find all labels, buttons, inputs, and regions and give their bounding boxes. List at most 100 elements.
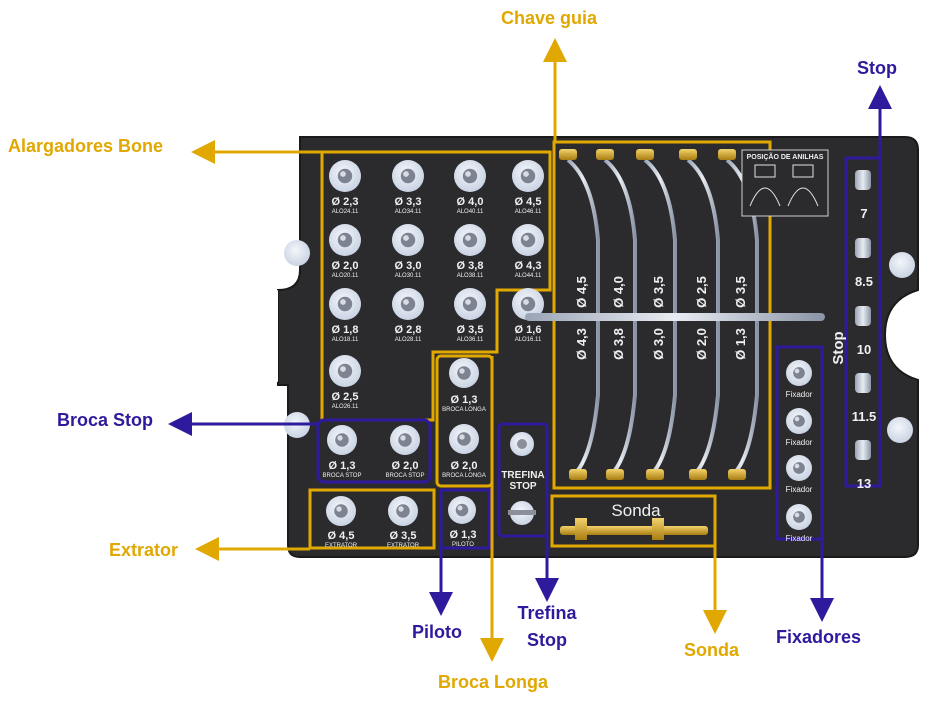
instrument-highlight	[459, 368, 465, 374]
reamer-code: ALO36.11	[457, 337, 484, 343]
extrator-size: Ø 3,5	[390, 530, 417, 542]
broca-stop-size: Ø 1,3	[329, 460, 356, 472]
callout-fixadores: Fixadores	[776, 627, 862, 647]
reamer-code: ALO16.11	[515, 337, 542, 343]
callout-arrows	[168, 38, 892, 662]
reamer-size: Ø 1,6	[515, 324, 542, 336]
fixador-label: Fixador	[786, 534, 813, 543]
broca-longa-code: BROCA LONGA	[442, 473, 486, 479]
instrument-highlight	[400, 435, 406, 441]
posicao-icon-right	[787, 187, 819, 207]
stop-value: 10	[857, 342, 871, 357]
instrument-shank	[396, 504, 410, 518]
reamer-code: ALO38.11	[457, 273, 484, 279]
guide-top-label: Ø 3,5	[733, 276, 748, 308]
trefina-label-1: TREFINA	[501, 470, 544, 481]
guide-key-bottom-cap	[569, 469, 587, 480]
callout-trefina-line2: Stop	[527, 630, 567, 650]
extrator-code: EXTRATOR	[325, 543, 358, 549]
reamer-code: ALO40.11	[457, 209, 484, 215]
reamer-size: Ø 3,3	[395, 196, 422, 208]
callout-sonda: Sonda	[684, 640, 740, 660]
instrument-highlight	[398, 506, 404, 512]
callout-piloto: Piloto	[412, 622, 462, 642]
instrument-highlight	[403, 235, 409, 241]
instrument-shank	[793, 511, 805, 523]
stop-outline	[844, 156, 882, 488]
reamer-size: Ø 1,8	[332, 324, 359, 336]
callout-alargadores: Alargadores Bone	[8, 136, 164, 156]
instrument-highlight	[403, 171, 409, 177]
instrument-highlight	[340, 366, 346, 372]
instrument-highlight	[523, 235, 529, 241]
instrument-highlight	[457, 505, 463, 511]
reamer-size: Ø 4,3	[515, 260, 542, 272]
sonda-tray-label: Sonda	[611, 501, 661, 520]
guide-bottom-label: Ø 3,8	[611, 328, 626, 360]
guide-top-label: Ø 2,5	[694, 276, 709, 308]
guide-key-top-cap	[718, 149, 736, 160]
broca-stop-code: BROCA STOP	[323, 473, 362, 479]
guide-top-label: Ø 4,0	[611, 276, 626, 308]
callout-broca-stop: Broca Stop	[57, 410, 154, 430]
instrument-highlight	[794, 368, 800, 374]
broca-longa-size: Ø 1,3	[451, 394, 478, 406]
instrument-shank	[793, 415, 805, 427]
extrator-code: EXTRATOR	[387, 543, 420, 549]
guide-key-bottom-cap	[646, 469, 664, 480]
guide-key-wire	[686, 158, 720, 472]
guide-key-bottom-cap	[728, 469, 746, 480]
guide-bottom-label: Ø 2,0	[694, 328, 709, 360]
posicao-plate	[741, 149, 829, 217]
sonda-outline	[550, 494, 717, 548]
reamer-size: Ø 3,8	[457, 260, 484, 272]
extrator-outline	[308, 488, 436, 550]
callout-trefina: Trefina Stop	[510, 603, 584, 651]
guide-bottom-label: Ø 3,0	[651, 328, 666, 360]
piloto-size: Ø 1,3	[450, 529, 477, 541]
horizontal-rod	[525, 313, 825, 321]
reamer-code: ALO20.11	[332, 273, 359, 279]
fixador-label: Fixador	[786, 485, 813, 494]
guide-key-top-cap	[559, 149, 577, 160]
broca-stop-code: BROCA STOP	[386, 473, 425, 479]
instrument-shank	[398, 433, 412, 447]
instrument-highlight	[403, 299, 409, 305]
instrument-highlight	[794, 463, 800, 469]
stop-vertical-word: Stop	[830, 331, 847, 364]
instrument-highlight	[340, 235, 346, 241]
callout-broca-longa: Broca Longa	[438, 672, 549, 692]
fixadores-outline	[775, 345, 824, 541]
broca-stop-size: Ø 2,0	[392, 460, 419, 472]
instrument-shank	[457, 432, 471, 446]
instrument-highlight	[340, 299, 346, 305]
instrument-highlight	[523, 171, 529, 177]
reamer-code: ALO30.11	[395, 273, 422, 279]
reamer-code: ALO26.11	[332, 404, 359, 410]
callout-stop: Stop	[857, 58, 897, 78]
instrument-shank	[335, 433, 349, 447]
instrument-shank	[455, 503, 469, 517]
extrator-size: Ø 4,5	[328, 530, 355, 542]
reamer-size: Ø 2,5	[332, 391, 359, 403]
posicao-label: POSIÇÃO DE ANILHAS	[747, 152, 824, 161]
trefina-outline	[497, 422, 549, 538]
guide-key-wire	[603, 158, 637, 472]
reamer-code: ALO18.11	[332, 337, 359, 343]
fixador-label: Fixador	[786, 390, 813, 399]
stop-ring	[855, 238, 871, 258]
tray-left-notch	[255, 290, 278, 382]
instrument-highlight	[337, 435, 343, 441]
instrument-highlight	[794, 512, 800, 518]
reamer-size: Ø 4,5	[515, 196, 542, 208]
piloto-outline	[439, 488, 491, 550]
guide-key-top-cap	[596, 149, 614, 160]
reamer-size: Ø 2,8	[395, 324, 422, 336]
broca-longa-code: BROCA LONGA	[442, 407, 486, 413]
piloto-code: PILOTO	[452, 542, 474, 548]
stop-ring	[855, 373, 871, 393]
